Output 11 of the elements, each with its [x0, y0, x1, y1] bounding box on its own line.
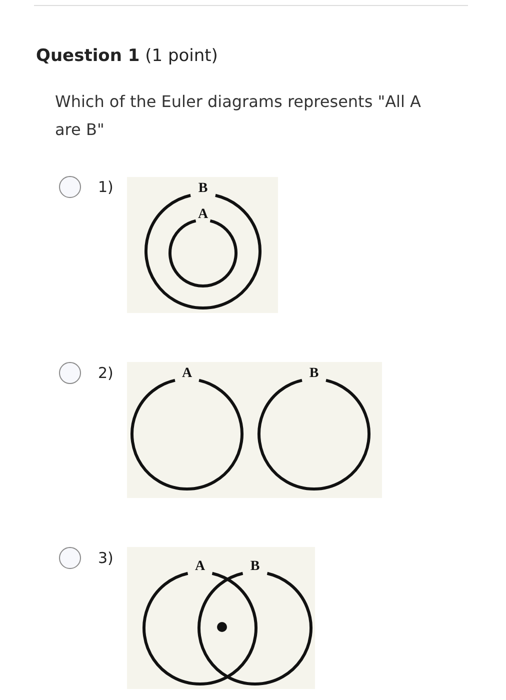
set-label: B	[198, 182, 208, 196]
option-number: 2)	[98, 364, 114, 382]
set-label: A	[182, 367, 192, 381]
set-label: B	[250, 560, 260, 574]
option-number: 3)	[98, 549, 114, 567]
option-number: 1)	[98, 178, 114, 196]
set-label: B	[309, 367, 319, 381]
question-text: Which of the Euler diagrams represents "All A are B"	[55, 91, 422, 141]
question-title: Question 1 (1 point)	[36, 46, 218, 66]
set-label: A	[198, 208, 208, 222]
set-label: A	[194, 560, 206, 574]
